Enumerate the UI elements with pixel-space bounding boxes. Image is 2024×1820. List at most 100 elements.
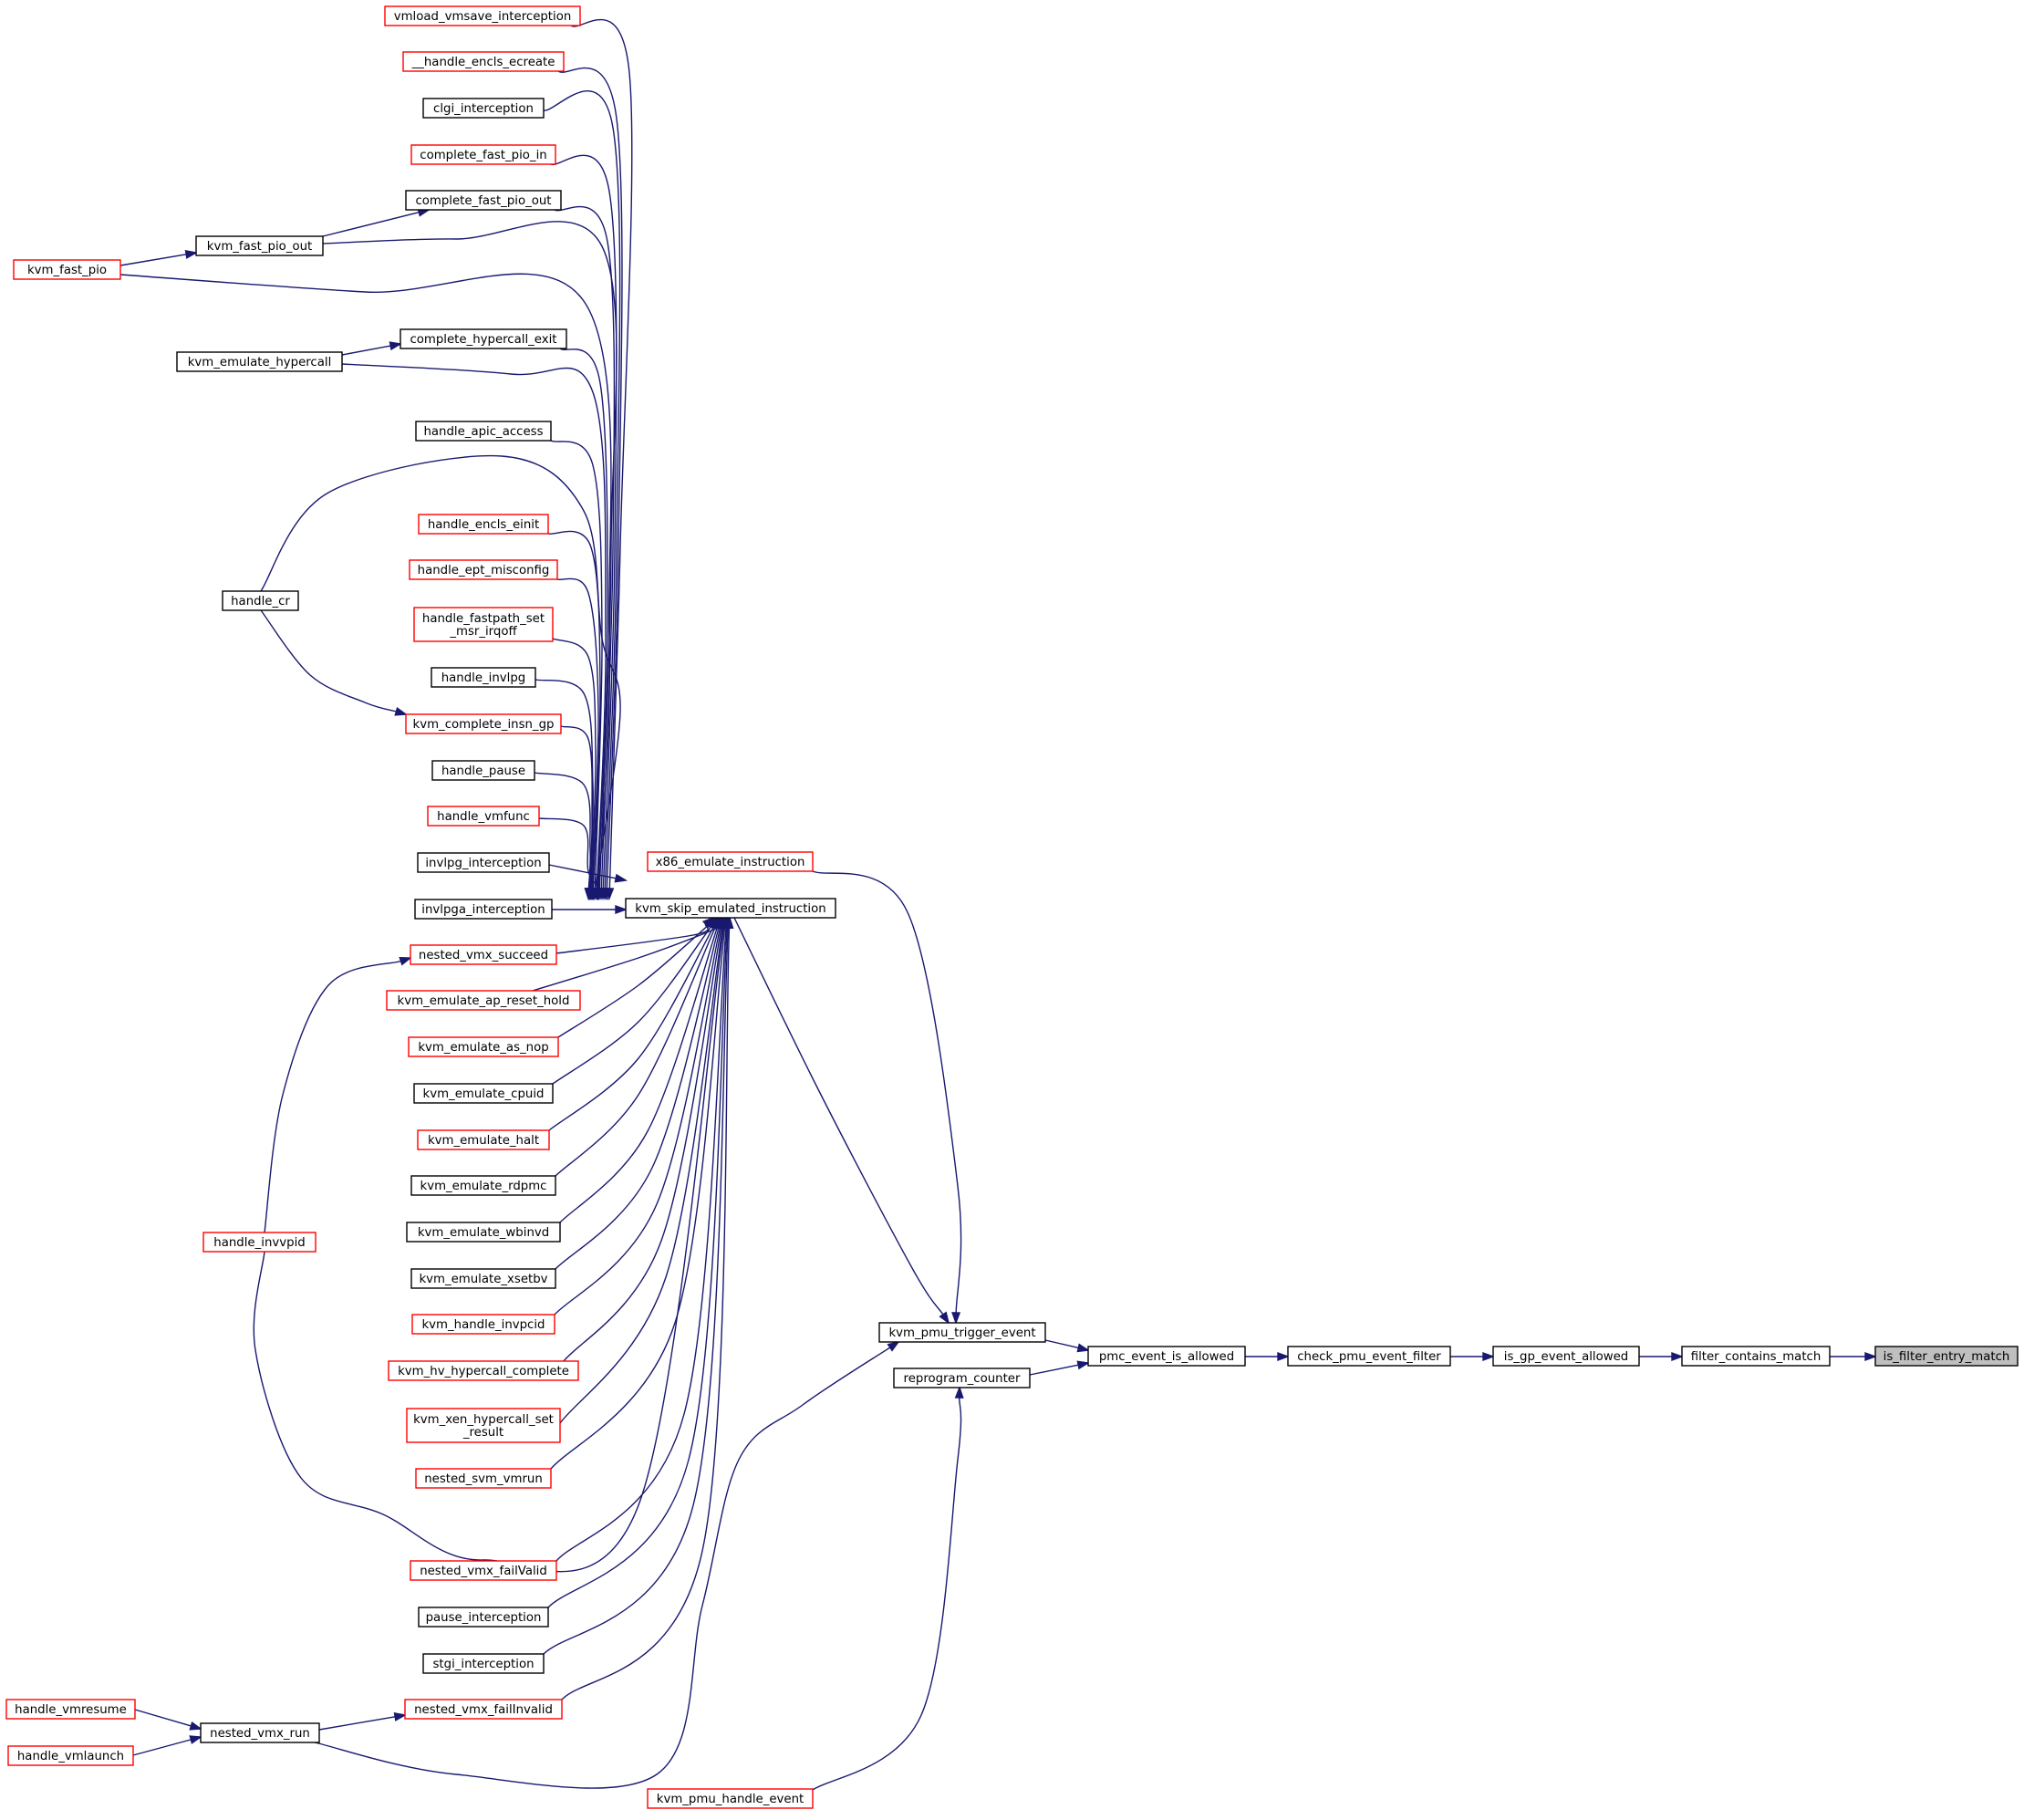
node-box <box>415 1468 552 1489</box>
node-label: check_pmu_event_filter <box>1297 1350 1441 1364</box>
node-nested_vmx_failValid[interactable]: nested_vmx_failValid <box>410 1560 557 1581</box>
node-label: vmload_vmsave_interception <box>394 10 572 24</box>
node-label: pmc_event_is_allowed <box>1099 1350 1234 1364</box>
node-reprogram_counter[interactable]: reprogram_counter <box>893 1368 1031 1388</box>
arrowhead-icon <box>1482 1352 1496 1361</box>
node-kvm_fast_pio_out[interactable]: kvm_fast_pio_out <box>195 235 324 256</box>
node-kvm_emulate_hypercall[interactable]: kvm_emulate_hypercall <box>176 351 343 372</box>
arrowhead-icon <box>954 1385 964 1399</box>
node-filter_contains_match[interactable]: filter_contains_match <box>1681 1346 1831 1367</box>
edge-handle_vmresume-to-nested_vmx_run <box>134 1709 202 1731</box>
node-handle_vmresume[interactable]: handle_vmresume <box>5 1699 136 1720</box>
node-kvm_emulate_halt[interactable]: kvm_emulate_halt <box>417 1129 550 1150</box>
edge-line <box>733 917 944 1316</box>
node-box <box>405 190 562 211</box>
node-kvm_xen_hypercall_set_result[interactable]: kvm_xen_hypercall_set_result <box>406 1408 561 1443</box>
node-kvm_fast_pio[interactable]: kvm_fast_pio <box>13 259 121 280</box>
node-box <box>893 1368 1031 1388</box>
edge-nested_vmx_succeed-to-kvm_skip_emulated_instruction <box>555 916 715 954</box>
node-label: complete_fast_pio_in <box>420 149 546 162</box>
node-complete_fast_pio_out[interactable]: complete_fast_pio_out <box>405 190 562 211</box>
node-box <box>418 514 549 535</box>
edge-reprogram_counter-to-pmc_event_is_allowed <box>1029 1360 1091 1376</box>
node-handle_cr[interactable]: handle_cr <box>222 590 299 611</box>
node-label: kvm_fast_pio_out <box>207 240 312 254</box>
edge-line <box>341 345 391 356</box>
node-invlpg_interception[interactable]: invlpg_interception <box>417 852 550 873</box>
node-vmload_vmsave_interception[interactable]: vmload_vmsave_interception <box>384 5 581 26</box>
edge-line <box>560 725 593 889</box>
node-label: reprogram_counter <box>904 1372 1021 1386</box>
node-pause_interception[interactable]: pause_interception <box>418 1607 549 1628</box>
node-box <box>222 590 299 611</box>
node-handle_apic_access[interactable]: handle_apic_access <box>415 421 552 442</box>
node-label: clgi_interception <box>433 102 534 116</box>
edge-invlpg_interception-to-kvm_skip_emulated_instruction <box>548 864 628 883</box>
edge-kvm_fast_pio_out-to-complete_fast_pio_out <box>322 208 431 237</box>
node-box <box>1287 1346 1451 1367</box>
node-pmc_event_is_allowed[interactable]: pmc_event_is_allowed <box>1087 1346 1246 1367</box>
node-kvm_emulate_wbinvd[interactable]: kvm_emulate_wbinvd <box>406 1222 561 1243</box>
edge-line <box>557 67 623 889</box>
node-stgi_interception[interactable]: stgi_interception <box>422 1653 545 1674</box>
arrowhead-icon <box>887 1340 900 1352</box>
node-is_gp_event_allowed[interactable]: is_gp_event_allowed <box>1492 1346 1640 1367</box>
edge-line <box>550 154 618 889</box>
node-kvm_skip_emulated_instruction[interactable]: kvm_skip_emulated_instruction <box>625 898 836 919</box>
edge-line <box>534 772 591 889</box>
node-box <box>386 990 581 1011</box>
node-handle_vmlaunch[interactable]: handle_vmlaunch <box>7 1745 134 1766</box>
node-invlpga_interception[interactable]: invlpga_interception <box>414 899 553 920</box>
node-nested_vmx_run[interactable]: nested_vmx_run <box>200 1722 320 1743</box>
node-kvm_emulate_as_nop[interactable]: kvm_emulate_as_nop <box>408 1036 559 1057</box>
node-label: kvm_emulate_hypercall <box>188 356 332 369</box>
node-box <box>410 1268 556 1289</box>
node-handle_ept_misconfig[interactable]: handle_ept_misconfig <box>409 559 558 580</box>
edge-line <box>547 927 728 1608</box>
edge-vmload_vmsave_interception-to-kvm_skip_emulated_instruction <box>570 18 633 901</box>
node-handle_invvpid[interactable]: handle_invvpid <box>202 1232 317 1253</box>
node-nested_vmx_failInvalid[interactable]: nested_vmx_failInvalid <box>404 1699 563 1720</box>
node-label: _result <box>462 1426 503 1440</box>
node-complete_hypercall_exit[interactable]: complete_hypercall_exit <box>400 328 567 349</box>
node-box <box>418 1607 549 1628</box>
edge-line <box>548 864 617 879</box>
node-nested_vmx_succeed[interactable]: nested_vmx_succeed <box>410 944 557 965</box>
node-clgi_interception[interactable]: clgi_interception <box>422 98 545 119</box>
node-handle_fastpath_set_msr_irqoff[interactable]: handle_fastpath_set_msr_irqoff <box>413 607 554 642</box>
node-kvm_pmu_handle_event[interactable]: kvm_pmu_handle_event <box>647 1788 814 1809</box>
arrowhead-icon <box>1671 1352 1685 1361</box>
edge-line <box>253 927 725 1573</box>
edge-line <box>550 927 726 1470</box>
node-label: nested_vmx_failValid <box>420 1565 547 1578</box>
node-kvm_emulate_ap_reset_hold[interactable]: kvm_emulate_ap_reset_hold <box>386 990 581 1011</box>
edge-line <box>119 273 612 889</box>
node-kvm_complete_insn_gp[interactable]: kvm_complete_insn_gp <box>405 713 562 734</box>
node-handle_encls_einit[interactable]: handle_encls_einit <box>418 514 549 535</box>
node-kvm_emulate_rdpmc[interactable]: kvm_emulate_rdpmc <box>410 1175 556 1196</box>
edge-line <box>559 348 608 889</box>
node-label: handle_vmlaunch <box>17 1750 124 1763</box>
node-nested_svm_vmrun[interactable]: nested_svm_vmrun <box>415 1468 552 1489</box>
node-complete_fast_pio_in[interactable]: complete_fast_pio_in <box>410 144 556 165</box>
node-label: nested_vmx_run <box>210 1727 310 1741</box>
node-label: kvm_emulate_cpuid <box>423 1087 545 1101</box>
node-kvm_emulate_cpuid[interactable]: kvm_emulate_cpuid <box>413 1083 554 1104</box>
node-kvm_emulate_xsetbv[interactable]: kvm_emulate_xsetbv <box>410 1268 556 1289</box>
node-handle_invlpg[interactable]: handle_invlpg <box>431 667 536 688</box>
node-__handle_encls_ecreate[interactable]: __handle_encls_ecreate <box>402 51 565 72</box>
node-handle_vmfunc[interactable]: handle_vmfunc <box>427 806 540 827</box>
node-is_filter_entry_match[interactable]: is_filter_entry_match <box>1874 1346 2019 1367</box>
node-box <box>647 851 814 872</box>
edge-line <box>552 925 712 1085</box>
node-kvm_hv_hypercall_complete[interactable]: kvm_hv_hypercall_complete <box>388 1360 579 1381</box>
edge-kvm_hv_hypercall_complete-to-kvm_skip_emulated_instruction <box>563 916 726 1362</box>
node-x86_emulate_instruction[interactable]: x86_emulate_instruction <box>647 851 814 872</box>
node-handle_pause[interactable]: handle_pause <box>431 760 535 781</box>
node-label: _msr_irqoff <box>449 625 517 639</box>
node-label: pause_interception <box>426 1611 542 1625</box>
node-kvm_pmu_trigger_event[interactable]: kvm_pmu_trigger_event <box>878 1322 1046 1343</box>
node-kvm_handle_invpcid[interactable]: kvm_handle_invpcid <box>411 1314 555 1335</box>
node-check_pmu_event_filter[interactable]: check_pmu_event_filter <box>1287 1346 1451 1367</box>
